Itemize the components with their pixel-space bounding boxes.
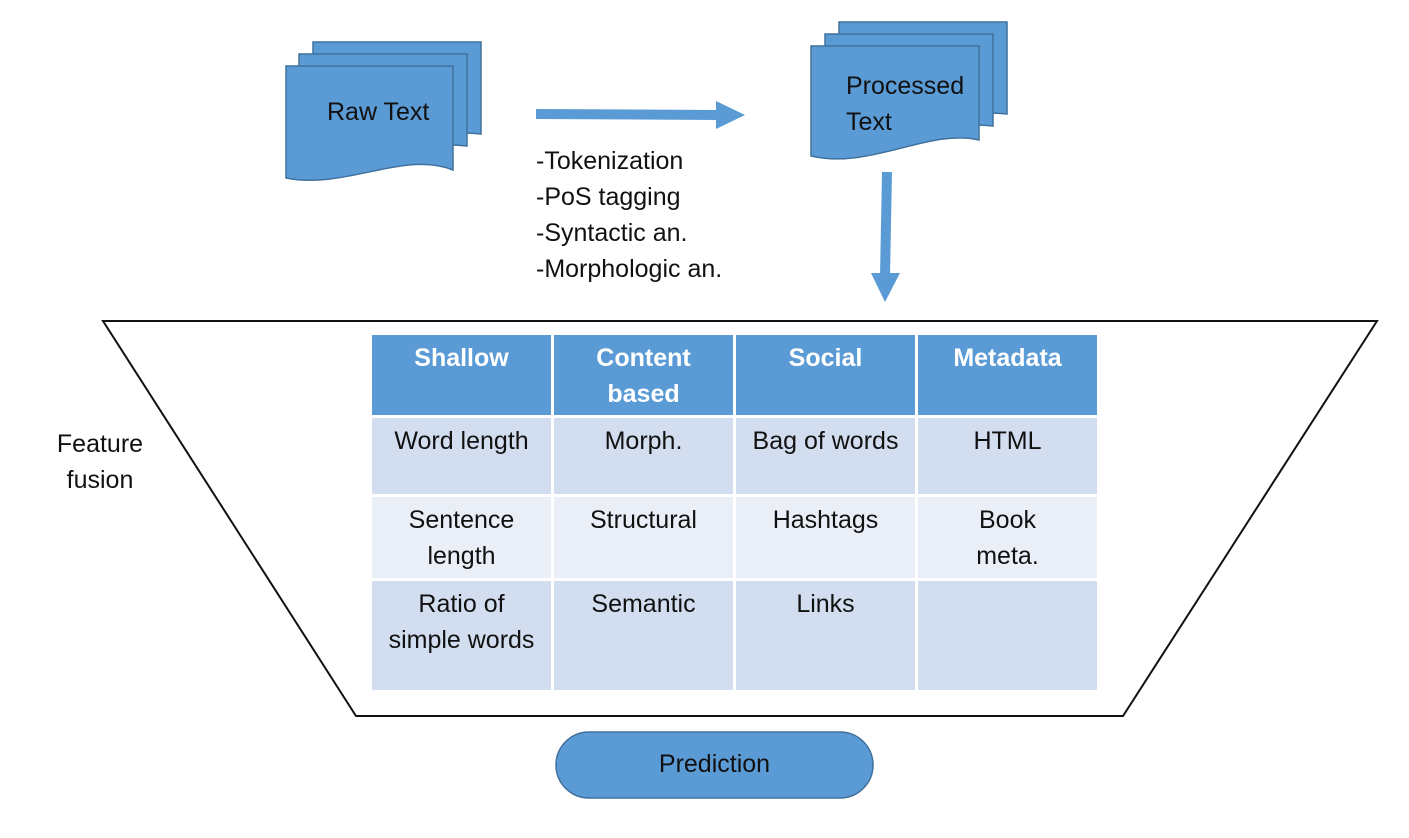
feature-fusion-line-1: Feature: [56, 430, 144, 458]
feature-table-header-row: Shallow Content based Social Metadata: [369, 332, 1100, 418]
processing-step: -PoS tagging: [536, 183, 681, 211]
table-cell: Morph.: [551, 415, 736, 497]
header-content-based: Content based: [551, 332, 736, 418]
cell-text-line: meta.: [976, 542, 1039, 570]
cell-text-line: Morph.: [604, 427, 683, 455]
cell-text-line: Structural: [590, 506, 697, 534]
table-cell: Bag of words: [733, 415, 918, 497]
cell-text-line: Links: [796, 590, 855, 618]
raw-doc-front: [285, 65, 454, 182]
table-row: Ratio of simple words Semantic Links: [369, 578, 1100, 693]
table-cell: Ratio of simple words: [369, 578, 554, 693]
processing-steps-list: -Tokenization -PoS tagging -Syntactic an…: [536, 143, 722, 287]
cell-text-line: Hashtags: [772, 506, 879, 534]
table-row: Word length Morph. Bag of words HTML: [369, 415, 1100, 497]
table-cell: Word length: [369, 415, 554, 497]
cell-text-line: Bag of words: [752, 427, 899, 455]
processing-arrow: [535, 101, 745, 129]
processing-step: -Tokenization: [536, 147, 684, 175]
cell-text-line: Word length: [394, 427, 529, 455]
cell-text-line: Shallow: [414, 344, 509, 372]
table-cell: Book meta.: [915, 494, 1100, 581]
processed-doc-front: [810, 45, 980, 160]
cell-text-line: Semantic: [591, 590, 696, 618]
feature-fusion-line-2: fusion: [66, 466, 134, 494]
table-cell: Sentence length: [369, 494, 554, 581]
header-shallow: Shallow: [369, 332, 554, 418]
feature-table: Shallow Content based Social Metadata Wor…: [369, 332, 1100, 693]
cell-text-line: Social: [788, 344, 863, 372]
table-cell: Links: [733, 578, 918, 693]
header-metadata: Metadata: [915, 332, 1100, 418]
raw-text-document-stack: [285, 41, 482, 182]
prediction-shape: [555, 731, 874, 799]
processed-text-line-1: Processed: [846, 72, 965, 100]
processed-text-label: Processed Text: [846, 68, 964, 140]
processed-text-line-2: Text: [846, 108, 892, 136]
cell-text-line: length: [427, 542, 496, 570]
down-arrow: [871, 171, 900, 302]
processing-step: -Morphologic an.: [536, 255, 723, 283]
cell-text-line: Book: [979, 506, 1036, 534]
cell-text-line: Sentence: [408, 506, 515, 534]
cell-text-line: HTML: [973, 427, 1042, 455]
prediction-label: Prediction: [658, 750, 771, 778]
table-cell: Semantic: [551, 578, 736, 693]
table-cell: Structural: [551, 494, 736, 581]
processing-step: -Syntactic an.: [536, 219, 688, 247]
feature-fusion-label: Feature fusion: [40, 426, 160, 498]
table-cell: [915, 578, 1100, 693]
header-social: Social: [733, 332, 918, 418]
processed-text-document-stack: [810, 21, 1008, 160]
cell-text-line: based: [607, 380, 680, 408]
table-cell: HTML: [915, 415, 1100, 497]
cell-text-line: Ratio of: [418, 590, 505, 618]
cell-text-line: Metadata: [953, 344, 1062, 372]
cell-text-line: simple words: [388, 626, 535, 654]
table-cell: Hashtags: [733, 494, 918, 581]
raw-text-label: Raw Text: [327, 98, 430, 126]
table-row: Sentence length Structural Hashtags Book m…: [369, 494, 1100, 581]
cell-text-line: Content: [596, 344, 691, 372]
